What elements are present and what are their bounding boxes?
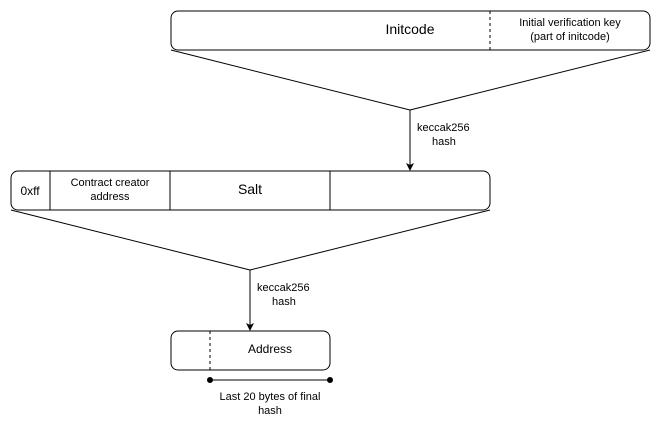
hash-step-1-label: keccak256 — [417, 122, 470, 134]
hash-step-1-sublabel: hash — [432, 136, 456, 148]
span-start-dot — [207, 377, 213, 383]
bytes-note-sublabel: hash — [258, 405, 282, 417]
span-end-dot — [327, 377, 333, 383]
hash-funnel-2 — [10, 209, 491, 271]
prefix-label: 0xff — [20, 184, 40, 198]
salt-label: Salt — [238, 181, 262, 197]
initcode-label: Initcode — [385, 21, 434, 37]
verification-key-label: Initial verification key — [519, 17, 621, 29]
hash-funnel-1 — [170, 49, 651, 111]
last-20-bytes-span: Last 20 bytes of final hash — [207, 377, 333, 417]
hash-step-2-label: keccak256 — [257, 282, 310, 294]
creator-address-sublabel: address — [90, 191, 130, 203]
bytes-note-label: Last 20 bytes of final — [220, 391, 321, 403]
address-label: Address — [248, 342, 292, 356]
preimage-box: 0xff Contract creator address Salt — [10, 170, 491, 211]
address-box: Address — [170, 330, 331, 371]
creator-address-label: Contract creator — [71, 177, 150, 189]
verification-key-sublabel: (part of initcode) — [530, 31, 609, 43]
hash-step-2-sublabel: hash — [272, 296, 296, 308]
initcode-box: Initcode Initial verification key (part … — [170, 10, 651, 51]
